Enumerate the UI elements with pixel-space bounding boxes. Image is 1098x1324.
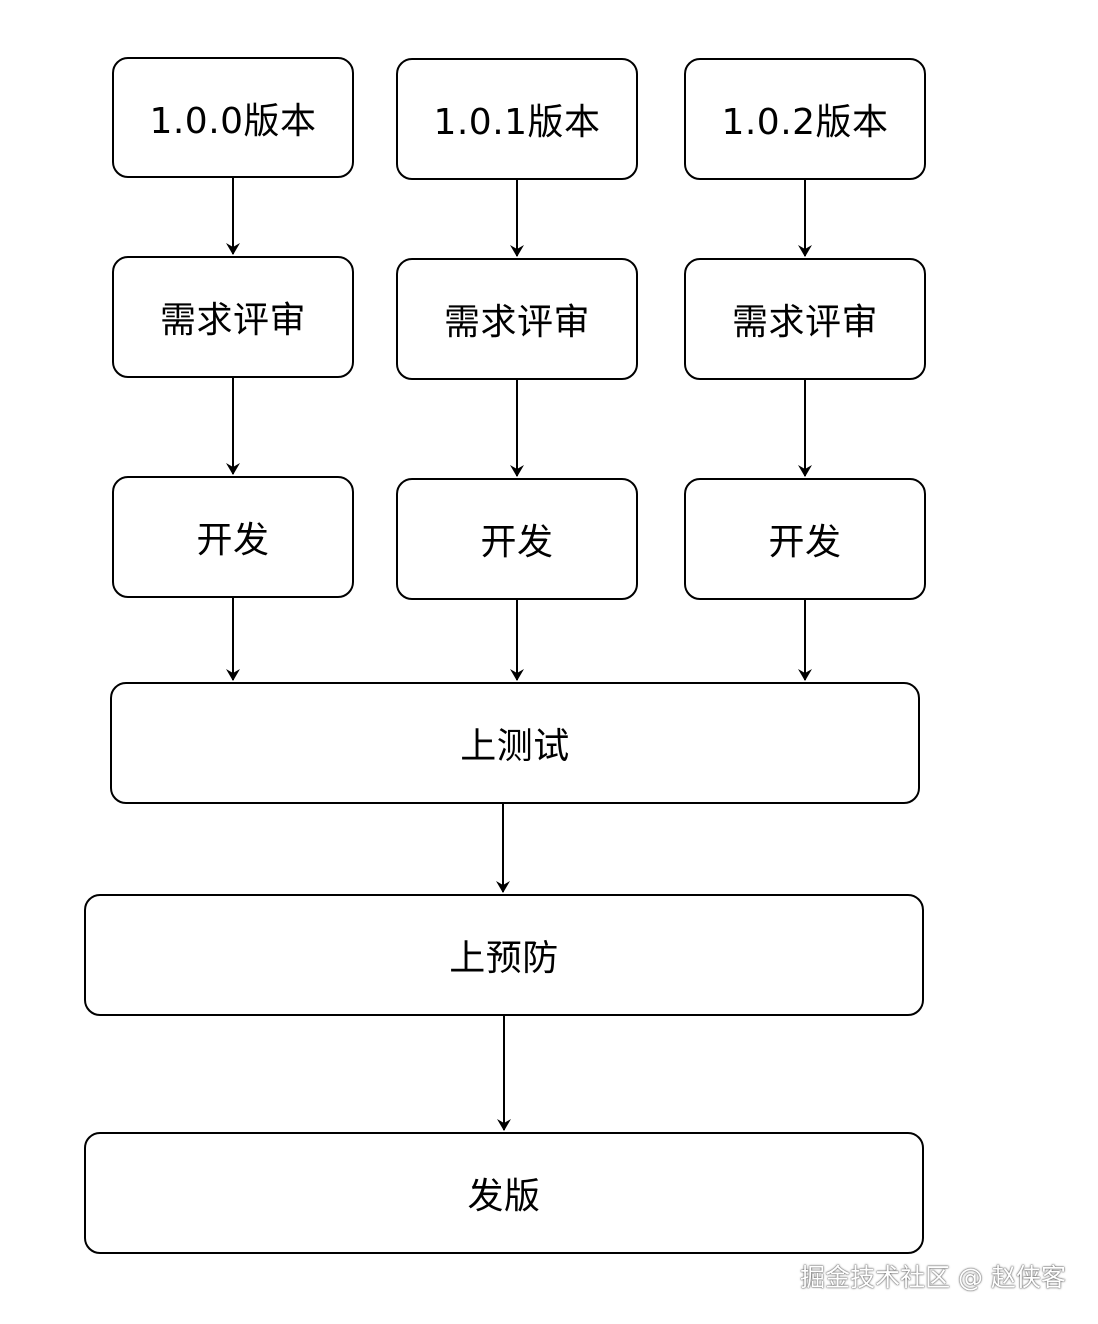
node-requirement-review-1: 需求评审	[112, 256, 354, 378]
node-version-1-0-2: 1.0.2版本	[684, 58, 926, 180]
watermark-text: 掘金技术社区 @ 赵侠客	[800, 1263, 1066, 1292]
node-development-2: 开发	[396, 478, 638, 600]
node-version-1-0-0: 1.0.0版本	[112, 57, 354, 178]
node-requirement-review-3: 需求评审	[684, 258, 926, 380]
node-release: 发版	[84, 1132, 924, 1254]
node-version-1-0-1: 1.0.1版本	[396, 58, 638, 180]
node-development-1: 开发	[112, 476, 354, 598]
node-development-3: 开发	[684, 478, 926, 600]
node-requirement-review-2: 需求评审	[396, 258, 638, 380]
node-deploy-preprod: 上预防	[84, 894, 924, 1016]
node-deploy-test: 上测试	[110, 682, 920, 804]
